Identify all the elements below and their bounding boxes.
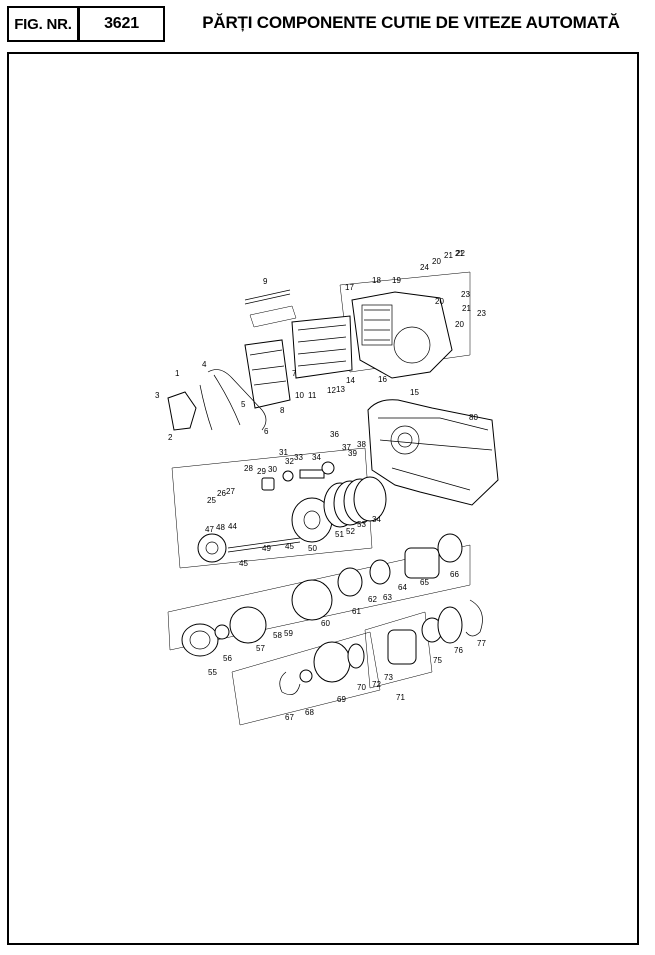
callout-60: 60 bbox=[321, 619, 330, 628]
callout-65: 65 bbox=[420, 578, 429, 587]
callout-13: 13 bbox=[336, 385, 345, 394]
diagram-frame bbox=[7, 52, 639, 945]
callout-16: 16 bbox=[378, 375, 387, 384]
callout-72: 72 bbox=[372, 680, 381, 689]
callout-18: 18 bbox=[372, 276, 381, 285]
callout-22: 22 bbox=[456, 249, 465, 258]
callout-7: 7 bbox=[292, 369, 297, 378]
drum-assembly-row bbox=[197, 461, 387, 563]
callout-5: 5 bbox=[241, 400, 246, 409]
wiring-harness bbox=[167, 369, 267, 431]
callout-20: 20 bbox=[455, 320, 464, 329]
callout-21: 21 bbox=[455, 249, 464, 258]
callout-20: 20 bbox=[435, 297, 444, 306]
callout-21: 21 bbox=[444, 251, 453, 260]
callout-36: 36 bbox=[330, 430, 339, 439]
callout-20: 20 bbox=[432, 257, 441, 266]
callout-37: 37 bbox=[342, 443, 351, 452]
callout-73: 73 bbox=[384, 673, 393, 682]
callout-57: 57 bbox=[256, 644, 265, 653]
callout-26: 26 bbox=[217, 489, 226, 498]
callout-55: 55 bbox=[208, 668, 217, 677]
callout-27: 27 bbox=[226, 487, 235, 496]
middle-drum-row bbox=[181, 533, 463, 657]
callout-31: 31 bbox=[279, 448, 288, 457]
callout-70: 70 bbox=[357, 683, 366, 692]
callout-24: 24 bbox=[420, 263, 429, 272]
callout-62: 62 bbox=[368, 595, 377, 604]
callout-67: 67 bbox=[285, 713, 294, 722]
callout-47: 47 bbox=[205, 525, 214, 534]
callout-19: 19 bbox=[392, 276, 401, 285]
callout-32: 32 bbox=[285, 457, 294, 466]
callout-21: 21 bbox=[462, 304, 471, 313]
callout-39: 39 bbox=[348, 449, 357, 458]
callout-12: 12 bbox=[327, 386, 336, 395]
callout-6: 6 bbox=[264, 427, 269, 436]
lower-gear-row bbox=[279, 599, 483, 695]
callout-45: 45 bbox=[285, 542, 294, 551]
callout-59: 59 bbox=[284, 629, 293, 638]
callout-1: 1 bbox=[175, 369, 180, 378]
callout-34: 34 bbox=[372, 515, 381, 524]
callout-64: 64 bbox=[398, 583, 407, 592]
control-valve-plates bbox=[291, 315, 353, 379]
callout-58: 58 bbox=[273, 631, 282, 640]
callout-45: 45 bbox=[239, 559, 248, 568]
callout-30: 30 bbox=[268, 465, 277, 474]
transmission-case bbox=[367, 399, 499, 506]
callout-38: 38 bbox=[357, 440, 366, 449]
callout-34: 34 bbox=[312, 453, 321, 462]
callout-48: 48 bbox=[216, 523, 225, 532]
callout-15: 15 bbox=[410, 388, 419, 397]
callout-51: 51 bbox=[335, 530, 344, 539]
callout-68: 68 bbox=[305, 708, 314, 717]
callout-25: 25 bbox=[207, 496, 216, 505]
callout-66: 66 bbox=[450, 570, 459, 579]
figure-number: 3621 bbox=[78, 6, 165, 42]
callout-75: 75 bbox=[433, 656, 442, 665]
callout-23: 23 bbox=[461, 290, 470, 299]
callout-44: 44 bbox=[228, 522, 237, 531]
callout-63: 63 bbox=[383, 593, 392, 602]
callout-9: 9 bbox=[263, 277, 268, 286]
callout-80: 80 bbox=[469, 413, 478, 422]
clutch-plates bbox=[323, 476, 387, 528]
page-title: PĂRȚI COMPONENTE CUTIE DE VITEZE AUTOMAT… bbox=[202, 13, 620, 32]
callout-71: 71 bbox=[396, 693, 405, 702]
callout-76: 76 bbox=[454, 646, 463, 655]
shaft bbox=[244, 289, 291, 305]
callout-2: 2 bbox=[168, 433, 173, 442]
callout-52: 52 bbox=[346, 527, 355, 536]
callout-77: 77 bbox=[477, 639, 486, 648]
callout-50: 50 bbox=[308, 544, 317, 553]
callout-11: 11 bbox=[308, 391, 317, 400]
callout-29: 29 bbox=[257, 467, 266, 476]
callout-10: 10 bbox=[295, 391, 304, 400]
callout-17: 17 bbox=[345, 283, 354, 292]
callout-33: 33 bbox=[294, 453, 303, 462]
callout-56: 56 bbox=[223, 654, 232, 663]
callout-69: 69 bbox=[337, 695, 346, 704]
callout-23: 23 bbox=[477, 309, 486, 318]
callout-4: 4 bbox=[202, 360, 207, 369]
callout-28: 28 bbox=[244, 464, 253, 473]
callout-14: 14 bbox=[346, 376, 355, 385]
valve-body-cover bbox=[351, 291, 453, 379]
callout-61: 61 bbox=[352, 607, 361, 616]
callout-8: 8 bbox=[280, 406, 285, 415]
callout-3: 3 bbox=[155, 391, 160, 400]
callout-49: 49 bbox=[262, 544, 271, 553]
callout-53: 53 bbox=[357, 520, 366, 529]
valve-body bbox=[244, 339, 291, 409]
